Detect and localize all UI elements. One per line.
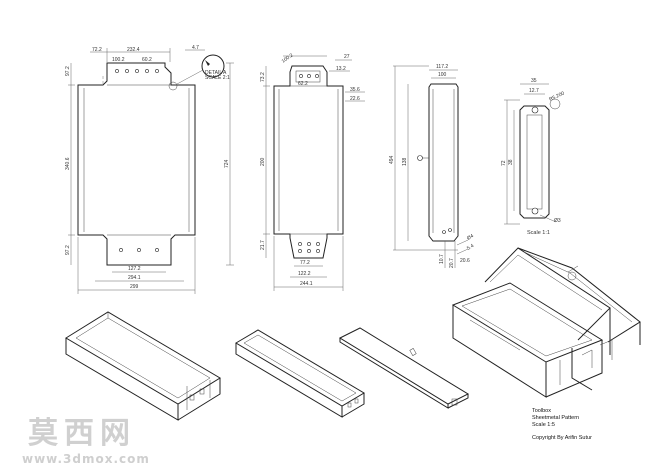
dim-v3-bottom-a: 10.7 [439,254,445,264]
dim-v4-top-a: 35 [531,78,537,84]
dim-v1-bottom-b: 294.1 [128,275,141,281]
dim-v2-top-b: 27 [344,54,350,60]
dim-v1-bottom-c: 299 [130,284,139,290]
dim-v4-hole: Ø3 [554,218,561,224]
dim-v2-top-c: 13.2 [336,66,346,72]
dim-v1-top-a: 72.2 [92,47,102,53]
dim-v4-top-b: 12.7 [529,88,539,94]
dim-v4-radius: R5.200 [548,90,565,102]
detail-note-2: SCALE 2:1 [205,75,230,81]
dim-v3-bottom-b: 20.7 [449,258,455,268]
dim-v3-left-a: 494 [389,155,395,164]
dim-v2-right-b: 22.6 [350,96,360,102]
dim-v3-bottom-e: 20.6 [460,258,470,264]
dim-v3-top-b: 100 [438,72,447,78]
title-block-line-3: Scale 1:5 [532,422,555,428]
dim-v1-tab-b: 60.2 [142,57,152,63]
detail-note-1: DETAIL A [205,70,227,76]
dim-v2-top-a: 100.2 [281,52,295,64]
flat-pattern-view-1: 72.2 232.4 4.7 100.2 60.2 DETAIL A SCALE… [65,45,234,294]
dim-v2-left-b: 200 [260,157,266,166]
dim-v2-right-a: 35.6 [350,87,360,93]
dim-v1-left-a: 97.2 [65,66,71,76]
dim-v1-left-b: 340.6 [65,157,71,170]
dim-v1-top-c: 4.7 [192,45,199,51]
watermark-url: www.3dmox.com [22,452,150,466]
dim-v1-bottom-a: 127.2 [128,266,141,272]
dim-v3-bottom-d: 5.4 [466,243,475,252]
view4-scale-label: Scale 1:1 [527,230,550,236]
title-block-line-2: Sheetmetal Pattern [532,415,579,421]
iso-tray-narrow [235,329,365,418]
title-block-line-1: Toolbox [532,408,551,414]
dim-v2-bottom-a: 77.2 [300,260,310,266]
dim-v2-tab: 62.2 [298,81,308,87]
lid-strip-view-3: 117.2 100 494 138 10.7 20.7 Ø4 5.4 20.6 [389,64,475,268]
dim-v2-left-a: 73.2 [260,72,266,82]
dim-v3-top-a: 117.2 [436,64,448,70]
dim-v1-top-b: 232.4 [127,47,140,53]
dim-v4-left-b: 38 [508,159,514,165]
watermark: 莫西网 www.3dmox.com [22,416,150,466]
dim-v4-left-a: 72 [501,160,507,166]
dim-v1-right: 724 [224,159,230,168]
dim-v2-left-c: 21.7 [260,240,266,250]
watermark-logo-text: 莫西网 [28,416,136,451]
iso-toolbox-assembled [451,247,641,398]
iso-tray-large [65,311,221,421]
dim-v2-bottom-c: 244.1 [300,281,313,287]
dim-v1-tab-a: 100.2 [112,57,125,63]
dim-v1-left-c: 97.2 [65,245,71,255]
flat-pattern-view-2: 100.2 27 13.2 62.2 35.6 22.6 73.2 200 21… [260,52,365,291]
iso-lid [338,327,470,409]
dim-v3-left-b: 138 [402,157,408,166]
handle-view-4: 35 12.7 R5.200 72 38 Ø3 Scale 1:1 [501,78,566,236]
title-block-copyright: Copyright By Arifin Sutur [532,435,592,441]
dim-v3-bottom-c: Ø4 [466,233,475,242]
title-block: Toolbox Sheetmetal Pattern Scale 1:5 Cop… [532,408,592,441]
dim-v2-bottom-b: 122.2 [298,271,311,277]
